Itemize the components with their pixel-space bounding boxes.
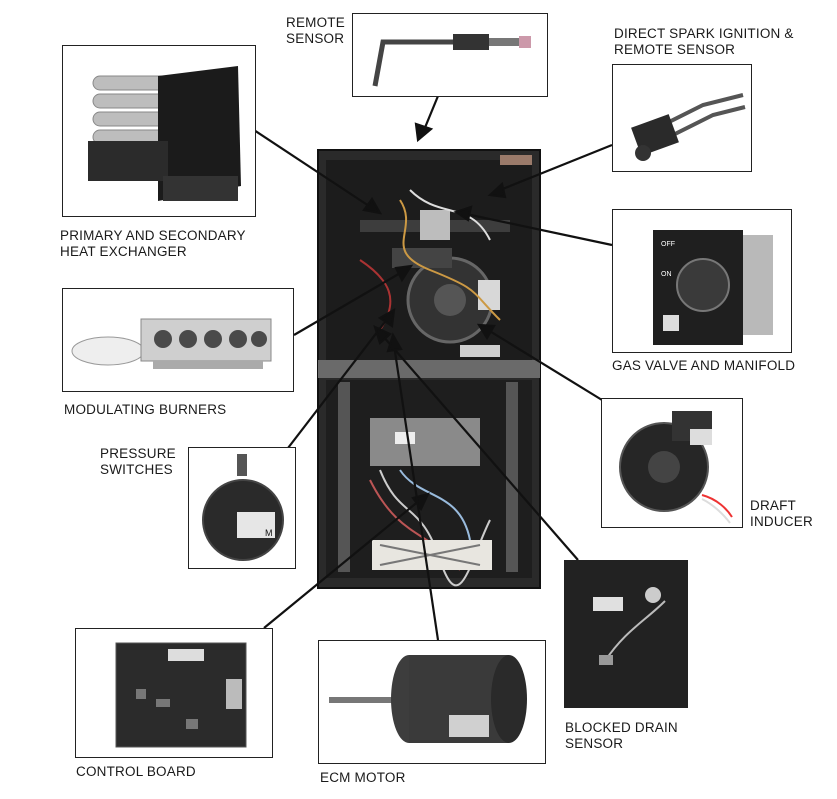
ecm-motor-label: ECM MOTOR (320, 770, 406, 785)
blocked-drain-sensor-label: BLOCKED DRAIN SENSOR (565, 720, 678, 751)
draft-inducer-photo (601, 398, 743, 528)
draft-inducer-label: DRAFT INDUCER (750, 498, 813, 529)
gas-valve-label: GAS VALVE AND MANIFOLD (612, 358, 796, 373)
heat-exchanger-photo (62, 45, 256, 217)
switch-letter-text: M (265, 528, 273, 538)
blocked-drain-sensor-photo (564, 560, 688, 708)
remote-sensor-label: REMOTE SENSOR (286, 15, 345, 46)
valve-on-text: ON (661, 271, 672, 278)
modulating-burners-photo (62, 288, 294, 392)
control-board-label: CONTROL BOARD (76, 764, 196, 779)
control-board-photo (75, 628, 273, 758)
furnace-divider (318, 360, 540, 378)
remote-sensor-photo (352, 13, 548, 97)
modulating-burners-label: MODULATING BURNERS (64, 402, 227, 417)
direct-spark-ignition-label: DIRECT SPARK IGNITION & REMOTE SENSOR (614, 26, 794, 57)
pressure-switches-label: PRESSURE SWITCHES (100, 446, 176, 477)
gas-valve-photo: OFF ON (612, 209, 792, 353)
furnace-control-board (370, 418, 480, 466)
ecm-motor-photo (318, 640, 546, 764)
direct-spark-ignition-photo (612, 64, 752, 172)
pressure-switches-photo: M (188, 447, 296, 569)
heat-exchanger-label: PRIMARY AND SECONDARY HEAT EXCHANGER (60, 228, 246, 259)
valve-off-text: OFF (661, 241, 675, 248)
